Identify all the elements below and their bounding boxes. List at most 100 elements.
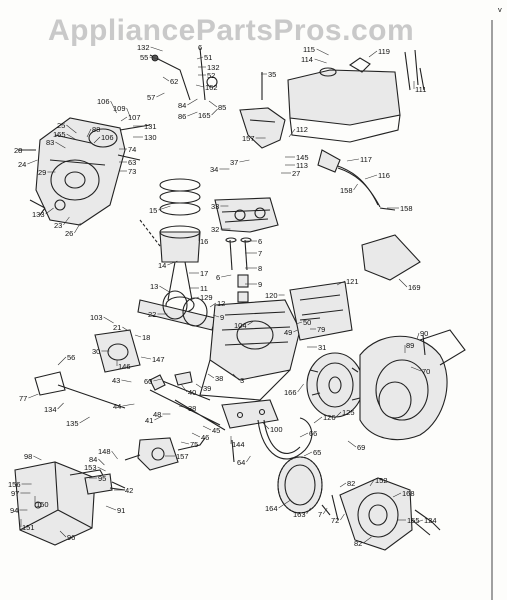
callout-c10: 84 xyxy=(178,98,198,110)
callout-number: 117 xyxy=(360,155,372,164)
callout-c131: 96 xyxy=(59,530,75,542)
callout-leader xyxy=(28,393,39,399)
callout-c76: 18 xyxy=(134,333,150,342)
callout-number: 162 xyxy=(205,83,218,92)
callout-leader xyxy=(293,329,298,333)
callout-c122: 163 xyxy=(293,507,311,519)
callout-c25: 165 xyxy=(53,130,77,141)
callout-leader xyxy=(416,332,420,340)
callout-number: 3 xyxy=(240,376,244,385)
callout-c89: 3 xyxy=(232,373,244,385)
callout-c112: 157 xyxy=(165,452,189,461)
callout-c28: 83 xyxy=(46,138,66,149)
callout-number: 73 xyxy=(128,167,136,176)
callout-leader xyxy=(105,505,117,511)
callout-leader xyxy=(202,425,212,431)
callout-leader xyxy=(63,216,70,226)
callout-number: 150 xyxy=(36,500,49,509)
callout-number: 56 xyxy=(67,353,75,362)
callout-number: 49 xyxy=(284,328,292,337)
callout-number: 113 xyxy=(296,161,308,170)
callout-number: 51 xyxy=(204,53,212,62)
callout-c97: 166 xyxy=(284,383,304,397)
cylinder-head xyxy=(214,197,279,233)
callout-leader xyxy=(134,334,142,338)
callout-c99: 126 xyxy=(313,413,336,424)
callout-c126: 7 xyxy=(318,507,328,519)
callout-number: 43 xyxy=(112,376,120,385)
callout-c27: 106 xyxy=(93,133,114,144)
callout-number: 33 xyxy=(211,202,219,211)
callout-number: 37 xyxy=(230,158,238,167)
callout-c53: 6 xyxy=(245,237,262,246)
callout-number: 14 xyxy=(158,261,166,270)
callout-number: 30 xyxy=(92,347,100,356)
callout-number: 89 xyxy=(406,341,414,350)
callout-number: 6 xyxy=(198,43,202,52)
callout-leader xyxy=(154,415,163,421)
hardware-bolts xyxy=(109,67,441,531)
callout-number: 147 xyxy=(152,355,165,364)
callout-c113: 42 xyxy=(114,486,133,495)
callout-number: 165 xyxy=(53,130,66,139)
callout-c114: 64 xyxy=(237,455,251,467)
blower-housing xyxy=(359,329,466,441)
callout-c12: 165 xyxy=(198,108,218,120)
callout-number: 115 xyxy=(303,45,315,54)
callout-leader xyxy=(192,296,200,300)
callout-leader xyxy=(126,107,131,119)
callout-c55: 17 xyxy=(189,269,208,278)
callout-number: 129 xyxy=(200,293,213,302)
callout-c40: 117 xyxy=(346,155,372,164)
callout-c62: 11 xyxy=(189,284,208,293)
piston-assembly xyxy=(139,178,201,314)
callout-c92: 44 xyxy=(113,402,135,411)
callout-number: 50 xyxy=(303,318,311,327)
callout-number: 28 xyxy=(14,146,22,155)
base-plate xyxy=(221,399,279,429)
callout-c90: 77 xyxy=(19,393,39,403)
callout-c16: 114 xyxy=(301,55,327,64)
callout-c47: 23 xyxy=(54,216,70,230)
callout-c117: 97 xyxy=(11,489,31,498)
callout-c125: 168 xyxy=(392,489,415,498)
callout-c13: 85 xyxy=(208,100,226,112)
callout-number: 135 xyxy=(66,419,79,428)
callout-number: 145 xyxy=(296,153,309,162)
callout-leader xyxy=(410,366,422,372)
callout-leader xyxy=(196,56,204,60)
callout-number: 119 xyxy=(378,47,390,56)
callout-number: 66 xyxy=(309,429,317,438)
callout-number: 29 xyxy=(38,168,46,177)
callout-number: 131 xyxy=(144,122,157,131)
callout-number: 121 xyxy=(346,277,359,286)
callout-c45: 158 xyxy=(387,204,413,213)
callout-number: 63 xyxy=(128,158,136,167)
crankshaft xyxy=(137,290,216,331)
callout-number: 153 xyxy=(84,463,97,472)
fuel-line xyxy=(317,149,396,211)
callout-leader xyxy=(416,519,424,523)
callout-c20: 109 xyxy=(113,104,131,119)
callout-number: 8 xyxy=(258,264,262,273)
callout-c98: 100 xyxy=(262,422,283,434)
callout-number: 48 xyxy=(153,410,161,419)
callout-leader xyxy=(110,100,117,114)
callout-c127: 72 xyxy=(331,513,345,525)
callout-leader xyxy=(297,383,304,393)
callout-c70: 21 xyxy=(113,323,129,332)
gear-case xyxy=(35,117,126,226)
carburetor xyxy=(124,437,206,471)
callout-number: 114 xyxy=(301,55,313,64)
recoil-starter xyxy=(339,477,433,551)
callout-c4: 51 xyxy=(196,53,212,62)
callout-c68: 9 xyxy=(212,313,224,322)
callout-c103: 75 xyxy=(180,440,198,449)
callout-c124: 152 xyxy=(369,476,388,487)
callout-number: 144 xyxy=(232,440,245,449)
callout-number: 146 xyxy=(118,362,131,371)
callout-c83: 70 xyxy=(410,366,430,376)
callout-c61: 121 xyxy=(336,277,359,286)
callout-number: 124 xyxy=(424,516,437,525)
